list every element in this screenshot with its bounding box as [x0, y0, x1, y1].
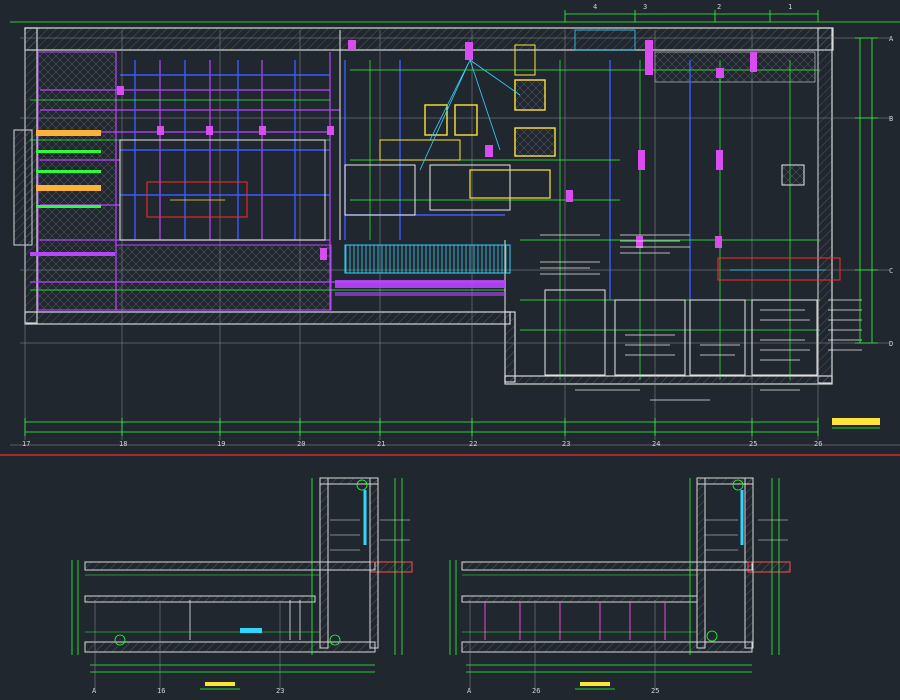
highlight-box-left — [146, 181, 248, 218]
grid-label: D — [889, 340, 893, 348]
floor-plan: 17 18 19 20 21 22 23 24 25 26 A B C D 4 … — [10, 3, 900, 448]
grid-label: 23 — [562, 440, 570, 448]
hatched-area-right — [654, 51, 816, 83]
bottom-dimensions — [24, 418, 819, 436]
top-dimensions — [564, 10, 819, 22]
grid-labels-top: 4 3 2 1 — [593, 3, 792, 11]
grid-label: 20 — [297, 440, 305, 448]
exterior-walls — [13, 27, 834, 385]
section-axis-label: A — [467, 687, 472, 695]
section-axis-label: 25 — [651, 687, 659, 695]
grid-label: 26 — [814, 440, 822, 448]
grid-label: 21 — [377, 440, 385, 448]
grid-label: 25 — [749, 440, 757, 448]
grid-label: 3 — [643, 3, 647, 11]
secondary-beams — [120, 60, 691, 300]
stair-strip — [344, 244, 511, 274]
grid-label: 2 — [717, 3, 721, 11]
section-axis-label: 23 — [276, 687, 284, 695]
equipment-cluster — [379, 29, 805, 199]
note-text-blocks — [540, 234, 862, 401]
grid-label: C — [889, 267, 893, 275]
section-axis-label: A — [92, 687, 97, 695]
column-markers — [117, 40, 757, 260]
grid-label: 17 — [22, 440, 30, 448]
grid-label: 19 — [217, 440, 225, 448]
highlight-box-right — [717, 257, 841, 281]
grid-labels-right: A B C D — [889, 35, 894, 348]
title-tag — [832, 418, 880, 425]
grid-label: B — [889, 115, 893, 123]
grid-labels-bottom: 17 18 19 20 21 22 23 24 25 26 — [22, 440, 822, 448]
grid-label: 22 — [469, 440, 477, 448]
section-axis-label: 26 — [532, 687, 540, 695]
right-dimensions — [855, 37, 878, 344]
grid-label: A — [889, 35, 894, 43]
hatched-area-bottom — [115, 244, 332, 311]
hatched-area-left — [37, 51, 117, 311]
grid-label: 24 — [652, 440, 660, 448]
grid-label: 4 — [593, 3, 597, 11]
section-left: A 16 23 — [71, 477, 413, 695]
section-axis-label: 16 — [157, 687, 165, 695]
interior-walls — [119, 30, 818, 376]
left-annotations — [36, 130, 101, 208]
grid-label: 18 — [119, 440, 127, 448]
grid-label: 1 — [788, 3, 792, 11]
section-right: A 26 25 — [449, 477, 791, 695]
